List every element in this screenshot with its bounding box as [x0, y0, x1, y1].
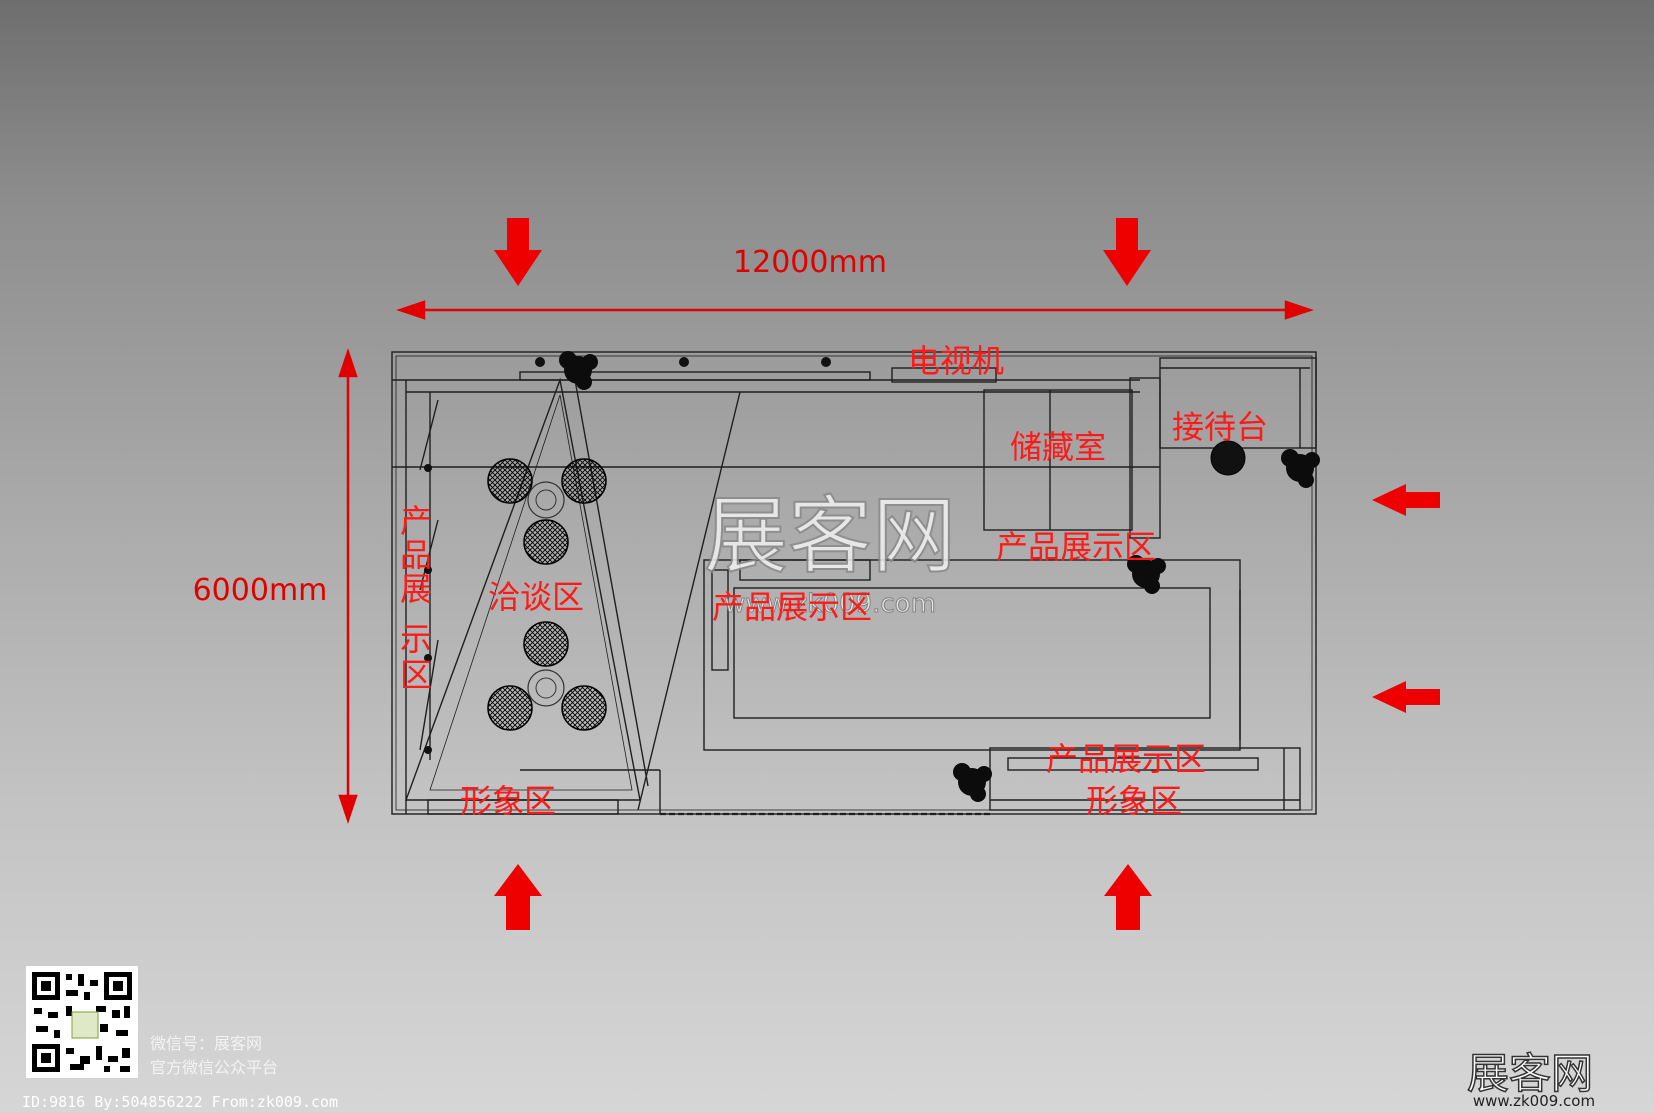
- chair-icon: [561, 685, 607, 731]
- chair-icon: [561, 458, 607, 504]
- height-dimension: [338, 348, 358, 824]
- label-product-display-left: 产 品 展 示 区: [400, 502, 432, 694]
- label-product-display-left-char: 示: [400, 620, 432, 658]
- wechat-id-caption: 微信号：展客网: [150, 1034, 263, 1053]
- plants: [559, 351, 1320, 802]
- width-dimension: [396, 300, 1314, 320]
- arrow-left-icon: [1372, 484, 1440, 516]
- label-image-area-right: 形象区: [1086, 782, 1182, 820]
- arrow-up-icon: [1104, 864, 1152, 930]
- corner-logo-brand: 展客网: [1467, 1049, 1593, 1098]
- plant-icon: [1281, 449, 1320, 488]
- label-image-area-left: 形象区: [460, 782, 556, 820]
- chair-icon: [487, 685, 533, 731]
- wechat-platform-caption: 官方微信公众平台: [150, 1058, 279, 1077]
- label-product-display-bottom-right: 产品展示区: [1046, 740, 1206, 778]
- chair-icon: [523, 621, 569, 667]
- chair-icon: [487, 458, 533, 504]
- chair-icon: [1210, 440, 1246, 476]
- label-product-display-center: 产品展示区: [712, 588, 872, 626]
- label-product-display-top-right: 产品展示区: [996, 528, 1156, 566]
- arrow-left-icon: [1372, 681, 1440, 713]
- label-product-display-left-char: 展: [400, 570, 432, 608]
- label-product-display-left-char: 产: [400, 502, 432, 540]
- arrow-down-icon: [1103, 218, 1151, 286]
- label-product-display-left-char: 区: [400, 656, 432, 694]
- footer-id-line: ID:9816 By:504856222 From:zk009.com: [22, 1093, 339, 1111]
- height-label: 6000mm: [193, 573, 328, 608]
- arrow-up-icon: [494, 864, 542, 930]
- watermark-brand: 展客网: [704, 487, 956, 585]
- plant-icon: [1127, 555, 1166, 594]
- negotiation-furniture: [487, 440, 1246, 731]
- label-tv: 电视机: [908, 342, 1004, 380]
- floor-plan-lines: [391, 351, 1317, 816]
- watermark-url: www.zk009.com: [724, 589, 936, 619]
- arrow-down-icon: [494, 218, 542, 286]
- label-reception: 接待台: [1172, 408, 1268, 446]
- qr-code-icon: [26, 966, 138, 1078]
- corner-logo: 展客网 www.zk009.com: [1466, 1048, 1595, 1110]
- chair-icon: [523, 519, 569, 565]
- label-storage: 储藏室: [1010, 428, 1106, 466]
- width-label: 12000mm: [733, 245, 887, 280]
- plant-icon: [953, 763, 992, 802]
- label-product-display-left-char: 品: [400, 536, 432, 574]
- table-icon: [527, 481, 565, 519]
- spotlights: [424, 357, 831, 754]
- label-negotiation: 洽谈区: [488, 578, 584, 616]
- table-icon: [527, 669, 565, 707]
- corner-logo-url: www.zk009.com: [1473, 1092, 1595, 1110]
- plant-icon: [559, 351, 598, 390]
